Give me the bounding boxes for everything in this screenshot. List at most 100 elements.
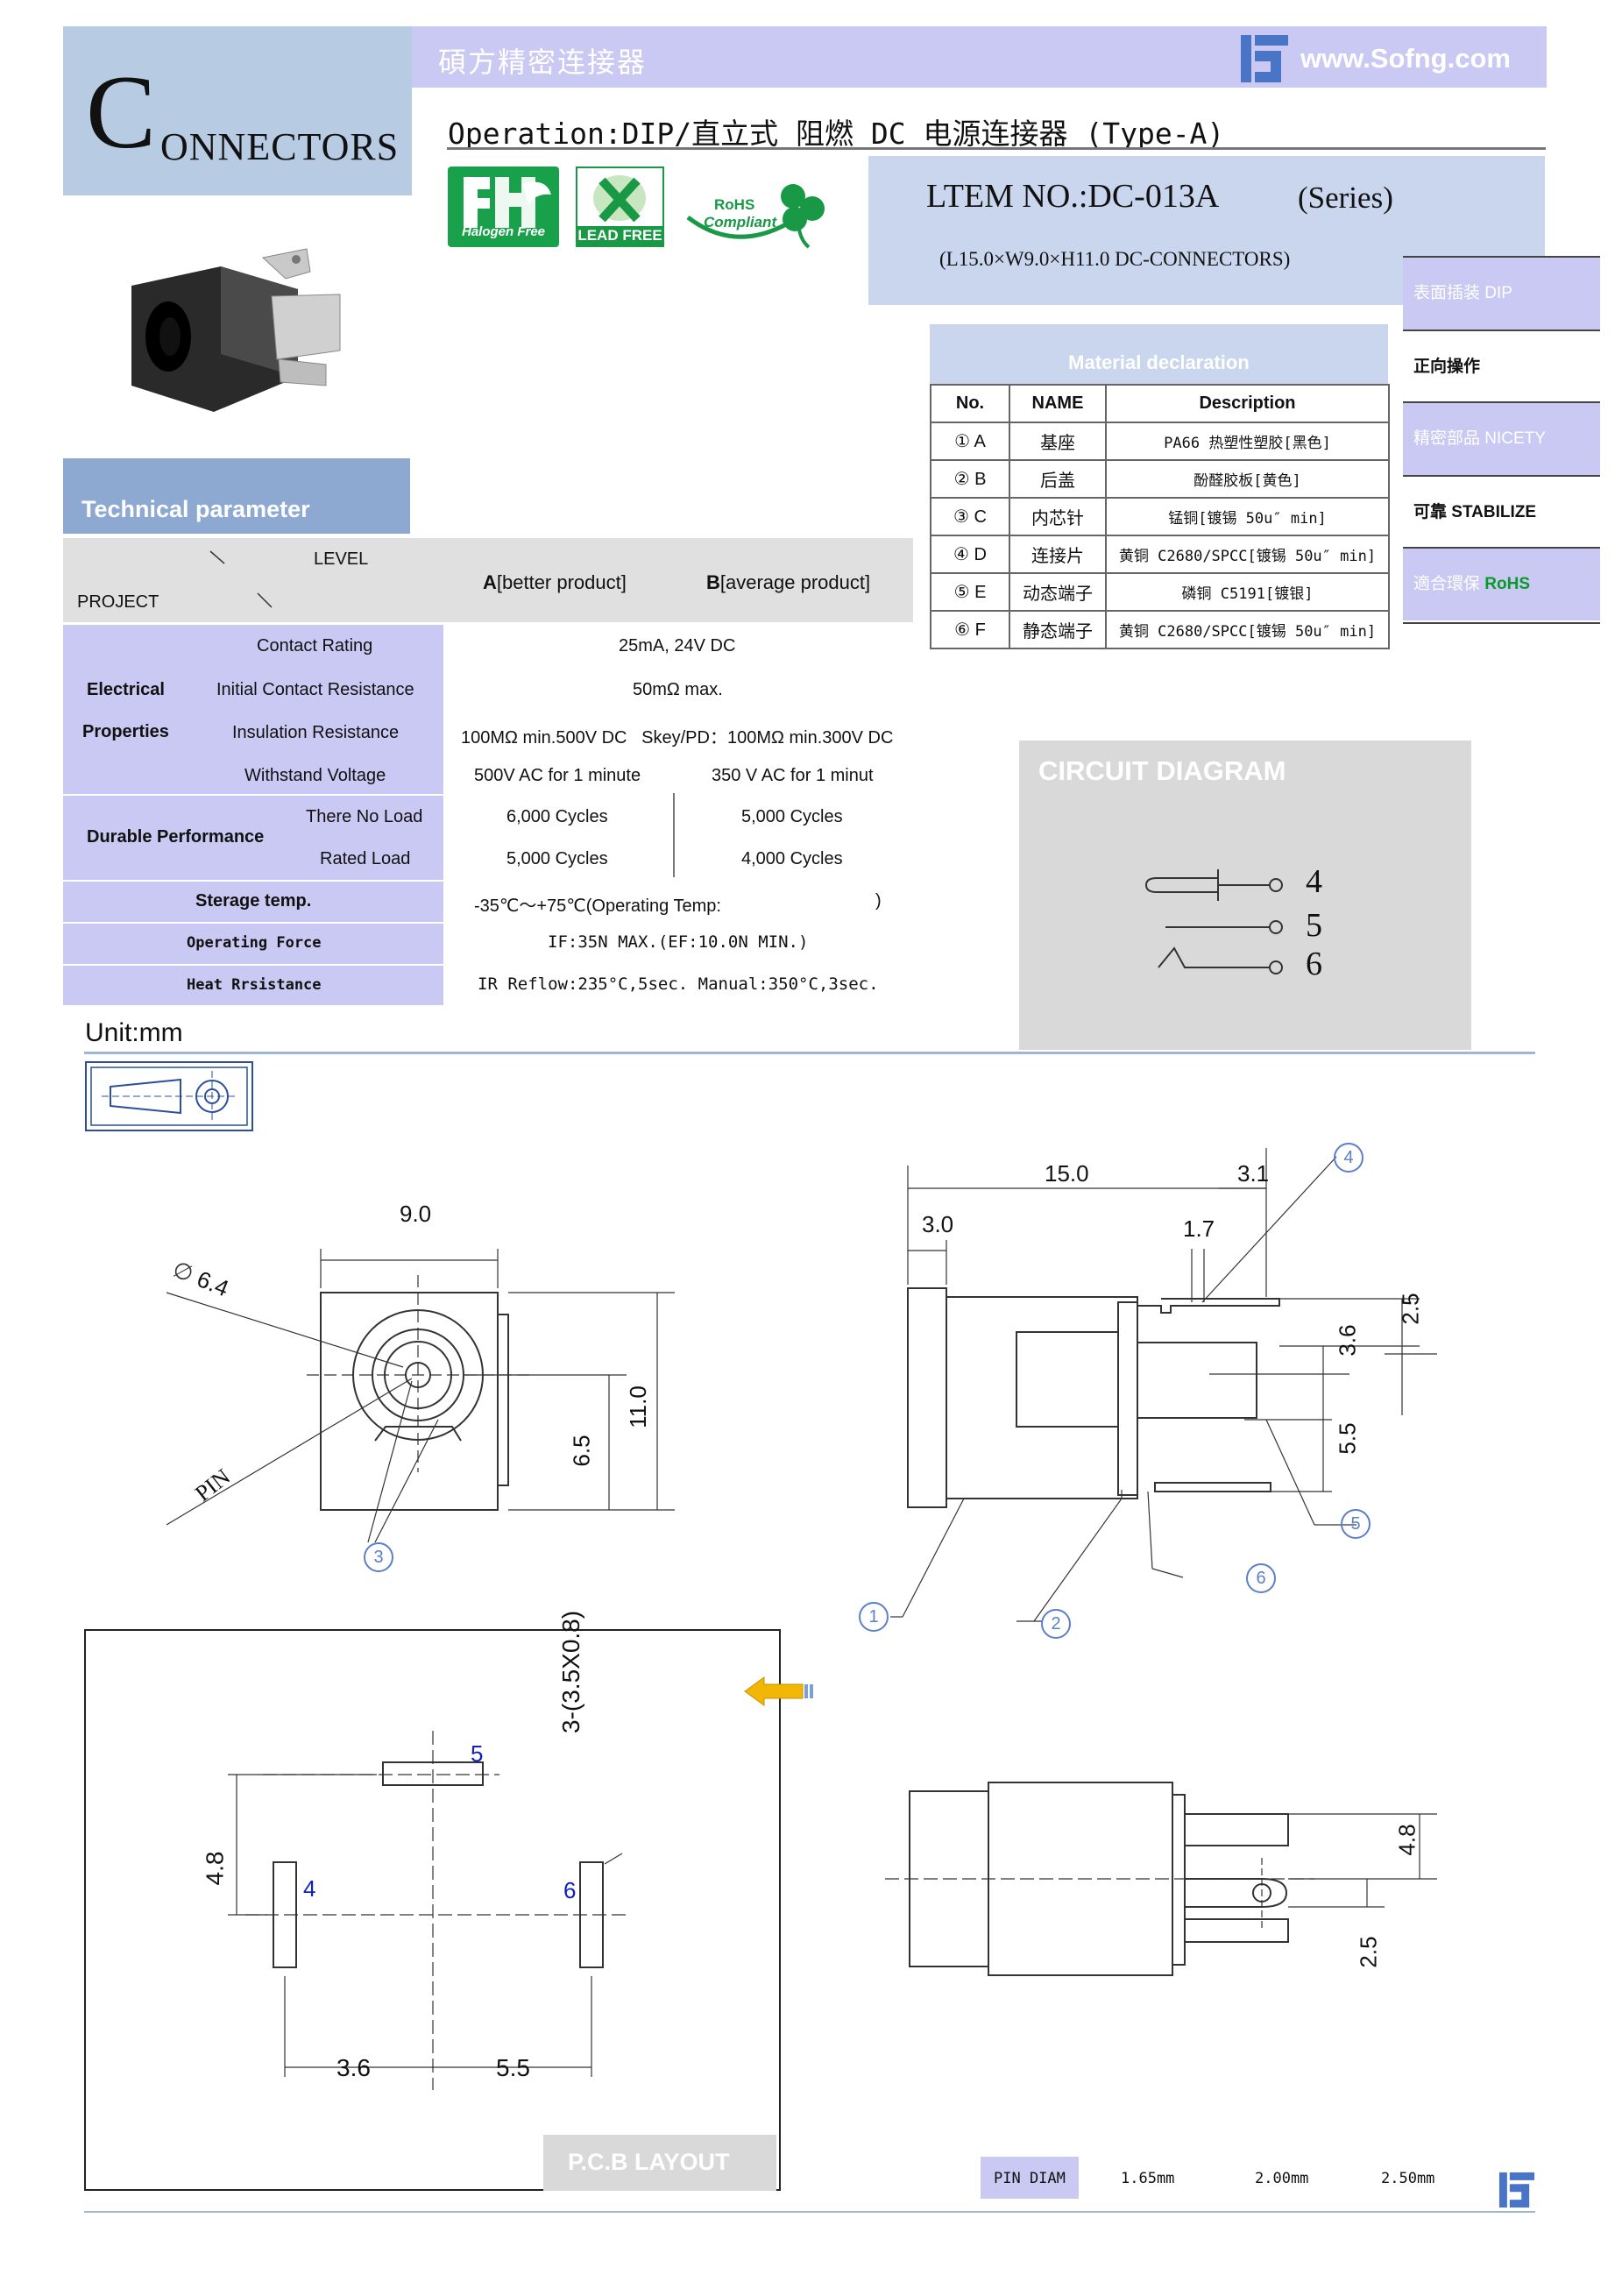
material-name: 基座 (1009, 422, 1107, 461)
front-width-dim: 9.0 (400, 1201, 432, 1227)
footer-logo-icon (1498, 2172, 1535, 2208)
grade-b-header: B[average product] (706, 571, 870, 594)
material-header-row: No. NAME Description (930, 384, 1390, 423)
tech-row-divider (63, 794, 443, 796)
tech-label-column (63, 625, 443, 1005)
no-load-b-value: 5,000 Cycles (741, 807, 843, 826)
logo-panel (63, 26, 412, 195)
material-name: 连接片 (1009, 535, 1107, 574)
material-no: ③ C (930, 497, 1010, 536)
feature-nicety: 精密部品 NICETY (1403, 403, 1600, 475)
material-desc: 黄铜 C2680/SPCC[镀锡 50u″ min] (1105, 610, 1390, 649)
circuit-pin-6: 6 (1306, 946, 1322, 982)
callout-3: 3 (364, 1542, 393, 1572)
diagonal-divider (209, 550, 273, 608)
material-name: 后盖 (1009, 459, 1107, 499)
storage-close: ) (875, 891, 882, 911)
contact-rating-value: 25mA, 24V DC (619, 636, 736, 655)
unit-label: Unit:mm (85, 1018, 183, 1047)
pin-diam-label-panel (981, 2157, 1079, 2199)
pcb-pin-4: 4 (303, 1875, 316, 1902)
no-load-label: There No Load (306, 807, 423, 826)
item-series: (Series) (1298, 181, 1393, 215)
tech-title: Technical parameter (81, 496, 310, 522)
grade-a-letter: A (483, 571, 497, 593)
pin-diam-value: 1.65mm (1121, 2170, 1175, 2187)
top-banner (412, 26, 1547, 88)
tech-header-panel (63, 458, 410, 534)
clover-icon (686, 184, 825, 249)
tech-row-divider (63, 922, 443, 924)
feature-divider (1403, 256, 1600, 258)
logo-initial: C (86, 53, 157, 170)
side-dim-2-5: 2.5 (1397, 1293, 1424, 1325)
level-label: LEVEL (314, 549, 369, 569)
feature-forward-operation: 正向操作 (1403, 331, 1600, 403)
tech-row-divider (63, 880, 443, 882)
tech-col-divider (673, 793, 675, 877)
bottom-dim-2-5: 2.5 (1355, 1936, 1382, 1968)
material-desc: 酚醛胶板[黄色] (1105, 459, 1390, 499)
material-name: 内芯针 (1009, 497, 1107, 536)
rohs-subtitle: Compliant (704, 214, 777, 230)
side-gap-dim: 1.7 (1183, 1215, 1215, 1242)
feature-rohs-label: RoHS (1484, 575, 1531, 593)
pcb-label: P.C.B LAYOUT (568, 2149, 730, 2175)
bottom-dim-4-8: 4.8 (1393, 1824, 1420, 1856)
product-image (131, 248, 341, 412)
side-view-drawing (890, 1148, 1437, 1622)
side-dim-5-5: 5.5 (1334, 1422, 1361, 1455)
material-desc: 黄铜 C2680/SPCC[镀锡 50u″ min] (1105, 535, 1390, 574)
operating-force-label: Operating Force (187, 934, 322, 952)
grade-a-header: A[better product] (483, 571, 627, 594)
halogen-free-badge: Halogen Free (448, 167, 559, 247)
storage-value: -35℃～+75℃(Operating Temp: (474, 896, 721, 916)
grade-a-text: [better product] (496, 571, 627, 593)
pcb-layout-panel (84, 1629, 781, 2191)
title-divider (447, 147, 1546, 150)
tech-row-divider (63, 964, 443, 966)
arrow-left-icon[interactable] (743, 1674, 817, 1709)
side-length-dim: 15.0 (1045, 1160, 1089, 1187)
halogen-free-icon (464, 177, 551, 228)
callout-6: 6 (1246, 1563, 1276, 1593)
durable-label: Durable Performance (87, 827, 265, 847)
rated-load-a-value: 5,000 Cycles (506, 849, 608, 868)
lead-free-label: LEAD FREE (577, 226, 662, 245)
material-desc: 磷铜 C5191[镀银] (1105, 572, 1390, 612)
material-desc: PA66 热塑性塑胶[黑色] (1105, 422, 1390, 461)
item-dimensions: (L15.0×W9.0×H11.0 DC-CONNECTORS) (939, 248, 1291, 270)
electrical-label: Electrical (87, 680, 165, 699)
insulation-value: 100MΩ min.500V DC Skey/PD：100MΩ min.300V… (461, 728, 894, 748)
callout-2: 2 (1041, 1609, 1071, 1639)
front-view-drawing (166, 1249, 675, 1543)
rated-load-b-value: 4,000 Cycles (741, 849, 843, 868)
rohs-title: RoHS (714, 196, 755, 213)
rated-load-label: Rated Load (320, 849, 411, 868)
withstand-label: Withstand Voltage (244, 766, 386, 785)
footer-divider (84, 2211, 1535, 2213)
callout-4: 4 (1334, 1143, 1363, 1173)
feature-divider (1403, 622, 1600, 624)
circuit-title: CIRCUIT DIAGRAM (1038, 755, 1286, 786)
contact-rating-label: Contact Rating (257, 636, 373, 655)
pcb-pin-6: 6 (563, 1877, 577, 1903)
withstand-b-value: 350 V AC for 1 minut (712, 766, 874, 785)
pcb-hole-spec-text: 3-(3.5X0.8) (557, 1610, 584, 1733)
pcb-dim-vertical: 4.8 (201, 1851, 229, 1886)
project-label: PROJECT (77, 592, 159, 612)
side-base-dim: 3.0 (922, 1211, 954, 1237)
front-height-dim-2: 11.0 (624, 1385, 651, 1428)
callout-1: 1 (859, 1602, 889, 1632)
logo-text: ONNECTORS (160, 125, 400, 168)
operation-title: Operation:DIP/直立式 阻燃 DC 电源连接器 (Type-A) (448, 117, 1225, 151)
pin-diam-value: 2.50mm (1381, 2170, 1435, 2187)
front-height-dim-1: 6.5 (568, 1435, 595, 1467)
website-link[interactable]: www.Sofng.com (1300, 43, 1511, 74)
material-no: ⑥ F (930, 610, 1010, 649)
